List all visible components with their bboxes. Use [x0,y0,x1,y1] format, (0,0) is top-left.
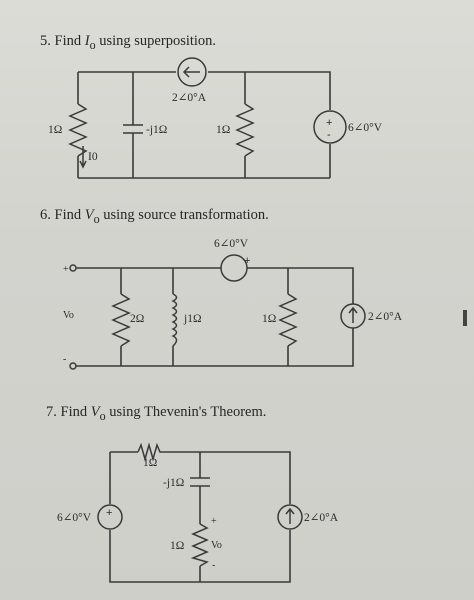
c6-plus-sign: + [244,255,250,267]
c6-resistor-1-label: 1Ω [262,313,276,325]
c5-voltage-source-label: 6∠0°V [348,122,383,134]
c5-resistor-right [235,103,255,157]
c7-arrow-up-icon [285,507,295,524]
c6-voltage-source [220,254,248,282]
c7-plus-sign: + [106,507,112,519]
c7-outer-wire [109,451,291,583]
c6-inductor [171,293,178,347]
problem-5-title: 5. Find Io using superposition. [40,33,217,52]
c6-current-source [340,303,366,329]
c7-current-source [277,504,303,530]
c6-voltage-source-label: 6∠0°V [214,238,249,250]
c6-terminal-top [69,264,77,272]
c7-resistor-bottom [190,523,209,567]
circuit-5: 2∠0°A 1Ω I0 -j1Ω 1Ω + - 6∠0°V [48,57,383,179]
c6-resistor-2-label: 2Ω [130,313,144,325]
c7-capacitor-label: -j1Ω [163,477,184,489]
c7-current-source-label: 2∠0°A [304,512,339,524]
c6-inductor-label: j1Ω [183,313,202,325]
c6-resistor-2 [111,293,131,347]
c5-resistor-left [68,103,88,157]
c6-terminal-bottom [69,362,77,370]
c5-voltage-source [313,110,347,144]
c5-resistor-left-label: 1Ω [48,124,62,136]
c5-capacitor [123,124,143,134]
c6-arrow-up-icon [348,306,358,323]
c6-terminal-minus: - [63,354,66,365]
c5-minus-sign: - [327,129,331,141]
c5-top-wire [78,71,331,110]
c7-resistor-top [137,442,162,462]
c6-outer-wire [76,267,354,367]
c7-voltage-source-label: 6∠0°V [57,512,92,524]
c5-plus-sign: + [326,117,332,129]
c5-resistor-right-label: 1Ω [216,124,230,136]
c7-voltage-source [97,504,123,530]
c5-current-source [177,57,207,87]
circuit-7: 1Ω + 6∠0°V -j1Ω 1Ω + Vo - 2∠0°A [57,442,339,583]
c6-terminal-plus: + [63,264,69,275]
c7-capacitor [190,477,210,487]
c5-capacitor-label: -j1Ω [146,124,167,136]
c6-current-source-label: 2∠0°A [368,311,403,323]
c7-output-label: Vo [211,540,222,551]
problem-6-title: 6. Find Vo using source transformation. [40,207,269,226]
page-edge-mark [463,310,467,326]
c5-current-arrow-icon [79,146,87,169]
circuit-6: + - Vo + 6∠0°V 2Ω j1Ω 1Ω 2∠0°A [63,238,403,370]
problem-7-title: 7. Find Vo using Thevenin's Theorem. [46,404,267,423]
c5-current-label: I0 [88,151,98,163]
c7-vo-minus: - [212,560,215,571]
c6-output-label: Vo [63,310,74,321]
c5-arrow-left-icon [182,66,200,78]
c7-resistor-bottom-label: 1Ω [170,540,184,552]
c7-resistor-top-label: 1Ω [143,457,157,469]
c7-vo-plus: + [211,516,217,527]
c6-resistor-1 [278,293,298,347]
c5-current-source-label: 2∠0°A [172,92,207,104]
